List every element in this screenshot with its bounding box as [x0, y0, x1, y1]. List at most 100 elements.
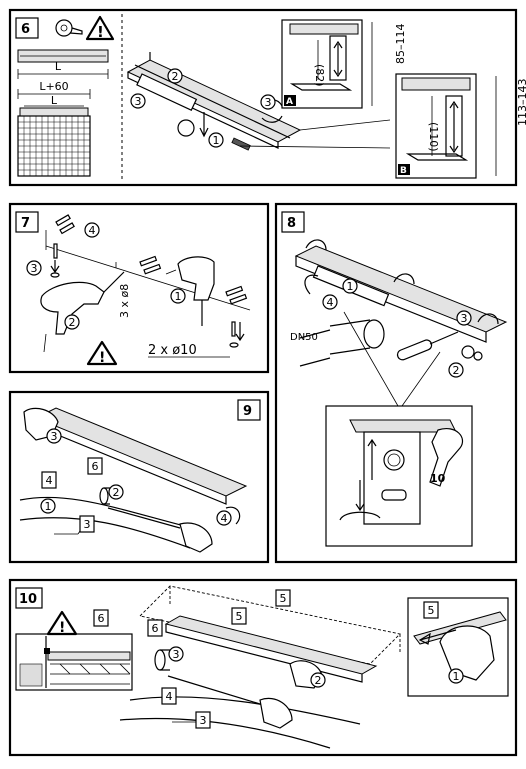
- svg-text:3: 3: [51, 430, 58, 443]
- callout-2: 2: [64, 314, 80, 330]
- svg-text:2: 2: [453, 364, 460, 377]
- warning-triangle-icon: !: [46, 610, 78, 636]
- drill-depth-label: 3 x ø8: [118, 284, 131, 318]
- box-label-3: 3: [195, 711, 211, 729]
- tile-grid-view: L+60 L: [17, 80, 91, 177]
- svg-text:!: !: [99, 350, 105, 366]
- step-9-frame: [8, 390, 270, 564]
- callout-1: 1: [170, 288, 186, 304]
- inset-A-height: (82): [313, 64, 326, 87]
- screwdriver: [396, 331, 459, 361]
- step-6-number: 6: [21, 22, 30, 37]
- box-label-3: 3: [79, 515, 95, 533]
- step-9-panel: 9 3 4 6 1: [8, 390, 270, 564]
- callout-3-left: 3: [130, 93, 146, 109]
- step-10-number: 10: [19, 592, 37, 607]
- step-7-number: 7: [21, 216, 30, 231]
- step-9-number-box: [237, 399, 261, 421]
- inset-B-height: (110): [427, 122, 440, 152]
- callout-3: 3: [46, 428, 62, 444]
- callout-2: 2: [167, 68, 183, 84]
- callout-3-right: 3: [260, 94, 276, 110]
- svg-text:4: 4: [46, 474, 53, 487]
- svg-text:5: 5: [428, 604, 435, 617]
- callout-1: 1: [208, 132, 224, 148]
- svg-text:2: 2: [172, 70, 179, 83]
- svg-text:3: 3: [135, 95, 142, 108]
- inset-B: (110) B 113–143: [395, 73, 526, 179]
- callout-3: 3: [456, 310, 472, 326]
- inset-A-range: 85–114: [394, 24, 407, 65]
- svg-text:!: !: [97, 23, 104, 41]
- channel-sealing-view: [19, 407, 248, 553]
- callout-1: 1: [342, 278, 358, 294]
- svg-text:2: 2: [69, 316, 76, 329]
- inset-A-tag: A: [286, 97, 293, 107]
- channel-with-level: [294, 239, 508, 361]
- svg-text:6: 6: [98, 612, 105, 625]
- svg-text:5: 5: [280, 592, 287, 605]
- svg-text:2: 2: [315, 674, 322, 687]
- svg-text:4: 4: [327, 296, 334, 309]
- inset-B-tag: B: [400, 166, 407, 176]
- step-8-panel: 8 DN50: [274, 202, 518, 564]
- svg-text:4: 4: [166, 690, 173, 703]
- step-7-number-box: [15, 211, 39, 233]
- svg-text:4: 4: [89, 224, 96, 237]
- svg-text:!: !: [59, 620, 65, 636]
- box-label-4: 4: [161, 687, 177, 705]
- svg-text:2: 2: [113, 486, 120, 499]
- step-10-number-box: [15, 587, 43, 609]
- box-label-5-top: 5: [275, 589, 291, 607]
- pipe-label: DN50: [290, 332, 318, 343]
- box-label-6-main: 6: [147, 619, 163, 637]
- step-8-number: 8: [287, 216, 296, 231]
- callout-4: 4: [84, 222, 100, 238]
- box-label-5-middle: 5: [231, 607, 247, 625]
- step-10-panel: 10 !: [8, 578, 518, 757]
- callout-3: 3: [168, 646, 184, 662]
- svg-text:1: 1: [45, 500, 52, 513]
- step-6-frame: [8, 8, 518, 187]
- inset-B-range: 113–143: [516, 79, 526, 127]
- svg-text:6: 6: [152, 622, 159, 635]
- svg-text:4: 4: [221, 512, 228, 525]
- step-8-number-box: [281, 211, 305, 233]
- callout-4: 4: [322, 294, 338, 310]
- step-9-number: 9: [243, 404, 252, 419]
- holes-label: 2 x ø10: [148, 343, 197, 358]
- svg-text:6: 6: [92, 460, 99, 473]
- callout-4: 4: [216, 510, 232, 526]
- tape-measure-icon: [55, 19, 83, 37]
- svg-text:3: 3: [31, 262, 38, 275]
- callout-2: 2: [108, 484, 124, 500]
- wrench-size: 10: [430, 472, 446, 485]
- svg-text:1: 1: [175, 290, 182, 303]
- svg-text:3: 3: [173, 648, 180, 661]
- warning-triangle-icon: !: [85, 15, 115, 41]
- inset-A: (82) A 85–114: [281, 19, 407, 109]
- callout-2: 2: [310, 672, 326, 688]
- drill-right: [165, 256, 215, 326]
- box-label-6-detail: 6: [93, 609, 109, 627]
- step-10-frame: [8, 578, 518, 757]
- warning-triangle-icon: !: [86, 340, 118, 366]
- svg-text:1: 1: [213, 134, 220, 147]
- box-label-4: 4: [41, 471, 57, 489]
- svg-text:1: 1: [347, 280, 354, 293]
- step-8-frame: [274, 202, 518, 564]
- svg-text:3: 3: [84, 518, 91, 531]
- callout-2: 2: [448, 362, 464, 378]
- callout-3: 3: [26, 260, 42, 276]
- drill-left: [40, 262, 125, 353]
- step-7-frame: [8, 202, 270, 374]
- callout-1: 1: [448, 668, 464, 684]
- svg-text:1: 1: [453, 670, 460, 683]
- svg-text:3: 3: [461, 312, 468, 325]
- callout-1: 1: [40, 498, 56, 514]
- step-6-number-box: [15, 17, 39, 39]
- channel-grating-view: [119, 585, 401, 749]
- svg-text:3: 3: [265, 96, 272, 109]
- step-6-panel: 6 ! L L+60 L: [8, 8, 526, 187]
